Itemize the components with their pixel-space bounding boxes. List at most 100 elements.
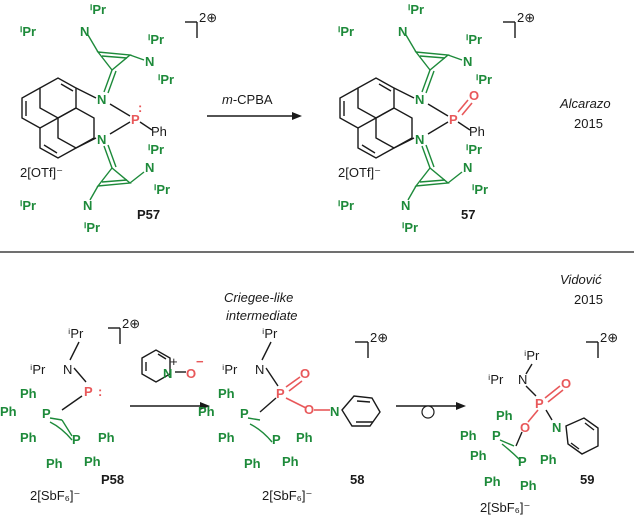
arrow-2 <box>396 402 466 419</box>
n-amino-57-1: N <box>398 24 407 39</box>
ipr-57-3: ⁱPr <box>466 32 482 47</box>
charge-p57: 2⊕ <box>199 10 217 25</box>
ph-p58-6: Ph <box>84 454 101 469</box>
ipr-59-2: ⁱPr <box>488 372 504 387</box>
ph-59-2: Ph <box>470 448 487 463</box>
n-p58: N <box>63 362 72 377</box>
ipr-59-1: ⁱPr <box>524 348 540 363</box>
top-scheme: N N P : Ph N N ⁱPr ⁱPr ⁱPr ⁱPr <box>20 2 611 235</box>
reference-author-bottom: Vidović <box>560 272 602 287</box>
ph-p57: Ph <box>151 124 167 139</box>
atom-o-57: O <box>469 88 479 103</box>
naphthalene-ring-57 <box>339 77 413 159</box>
ipr-2: ⁱPr <box>90 2 106 17</box>
n-59: N <box>518 372 527 387</box>
label-57: 57 <box>461 207 475 222</box>
pyridine-n: N <box>163 366 172 381</box>
atom-n-lower-57: N <box>415 132 424 147</box>
n-charge: + <box>170 354 178 369</box>
charge-p58: 2⊕ <box>122 316 140 331</box>
p-ylide-2: P <box>72 432 81 447</box>
label-p57: P57 <box>137 207 160 222</box>
reactant-p58: ⁱPr ⁱPr N P : Ph Ph Ph P P Ph Ph Ph 2[Sb… <box>0 316 140 503</box>
ipr-57-4: ⁱPr <box>476 72 492 87</box>
n-amino-2: N <box>145 54 154 69</box>
o-charge: − <box>196 354 204 369</box>
charge-59: 2⊕ <box>600 330 618 345</box>
lone-pair-p58: : <box>98 384 102 399</box>
n-58: N <box>255 362 264 377</box>
intermediate-line-2: intermediate <box>226 308 298 323</box>
ipr-58-2: ⁱPr <box>222 362 238 377</box>
p-ylide-59-2: P <box>518 454 527 469</box>
atom-p-57: P <box>449 112 458 127</box>
pyridine-n-oxide-reagent: N + O − <box>130 349 210 410</box>
ph-58-2: Ph <box>198 404 215 419</box>
ph-59-6: Ph <box>520 478 537 493</box>
ipr-1: ⁱPr <box>20 24 36 39</box>
atom-n-upper: N <box>97 92 106 107</box>
p-ylide-1: P <box>42 406 51 421</box>
counterion-p58: 2[SbF₆]⁻ <box>30 488 80 503</box>
p-ylide-59-1: P <box>492 428 501 443</box>
atom-n-lower: N <box>97 132 106 147</box>
oxide-o: O <box>186 366 196 381</box>
naphthalene-ring <box>21 77 95 159</box>
p-ylide-58-1: P <box>240 406 249 421</box>
charge-58: 2⊕ <box>370 330 388 345</box>
counterion-p57: 2[OTf]⁻ <box>20 165 63 180</box>
n-pyridinium-58: N <box>330 404 339 419</box>
ph-58-3: Ph <box>218 430 235 445</box>
atom-n-upper-57: N <box>415 92 424 107</box>
ph-p58-5: Ph <box>46 456 63 471</box>
ipr-57-8: ⁱPr <box>472 182 488 197</box>
ph-58-1: Ph <box>218 386 235 401</box>
ipr-4: ⁱPr <box>158 72 174 87</box>
ph-59-3: Ph <box>496 408 513 423</box>
cyclopropenimine-lower: N N ⁱPr ⁱPr ⁱPr ⁱPr <box>20 142 170 235</box>
ipr-3: ⁱPr <box>148 32 164 47</box>
o-58-double: O <box>300 366 310 381</box>
radical-circle-icon <box>421 405 435 419</box>
p-atom-59: P <box>535 396 544 411</box>
ph-58-4: Ph <box>296 430 313 445</box>
ph-58-6: Ph <box>282 454 299 469</box>
n-pyridinium-59: N <box>552 420 561 435</box>
ipr-57-6: ⁱPr <box>402 220 418 235</box>
p-atom-58: P <box>276 386 285 401</box>
product-57: N N P O Ph N N ⁱPr ⁱPr ⁱPr ⁱPr <box>338 2 535 235</box>
intermediate-line-1: Criegee-like <box>224 290 293 305</box>
ipr-5: ⁱPr <box>20 198 36 213</box>
n-amino-4: N <box>145 160 154 175</box>
label-59: 59 <box>580 472 594 487</box>
reference-year-top: 2015 <box>574 116 603 131</box>
o-59-double: O <box>561 376 571 391</box>
cyclopropenimine-upper-57: N N ⁱPr ⁱPr ⁱPr ⁱPr <box>338 2 492 94</box>
ipr-57-5: ⁱPr <box>338 198 354 213</box>
ph-p58-1: Ph <box>20 386 37 401</box>
n-amino-57-3: N <box>401 198 410 213</box>
lone-pair: : <box>138 100 142 115</box>
product-59: ⁱPr ⁱPr N P O O N Ph Ph P Ph P Ph Ph <box>460 330 618 515</box>
counterion-57: 2[OTf]⁻ <box>338 165 381 180</box>
label-58: 58 <box>350 472 364 487</box>
reactant-p57: N N P : Ph N N ⁱPr ⁱPr ⁱPr ⁱPr <box>20 2 217 235</box>
ipr-6: ⁱPr <box>84 220 100 235</box>
ipr-p58-2: ⁱPr <box>30 362 46 377</box>
reference-author-top: Alcarazo <box>559 96 611 111</box>
intermediate-58: ⁱPr ⁱPr N P O O N Ph Ph Ph P P Ph Ph <box>198 326 388 503</box>
ph-p58-3: Ph <box>20 430 37 445</box>
ipr-8: ⁱPr <box>154 182 170 197</box>
n-amino-57-2: N <box>463 54 472 69</box>
ipr-57-1: ⁱPr <box>338 24 354 39</box>
p-ylide-58-2: P <box>272 432 281 447</box>
ipr-7: ⁱPr <box>148 142 164 157</box>
atom-p-p57: P <box>131 112 140 127</box>
reference-year-bottom: 2015 <box>574 292 603 307</box>
cyclopropenimine-lower-57: N N ⁱPr ⁱPr ⁱPr ⁱPr <box>338 142 488 235</box>
ph-59-4: Ph <box>540 452 557 467</box>
ph-59-1: Ph <box>460 428 477 443</box>
ph-58-5: Ph <box>244 456 261 471</box>
counterion-59: 2[SbF₆]⁻ <box>480 500 530 515</box>
counterion-58: 2[SbF₆]⁻ <box>262 488 312 503</box>
